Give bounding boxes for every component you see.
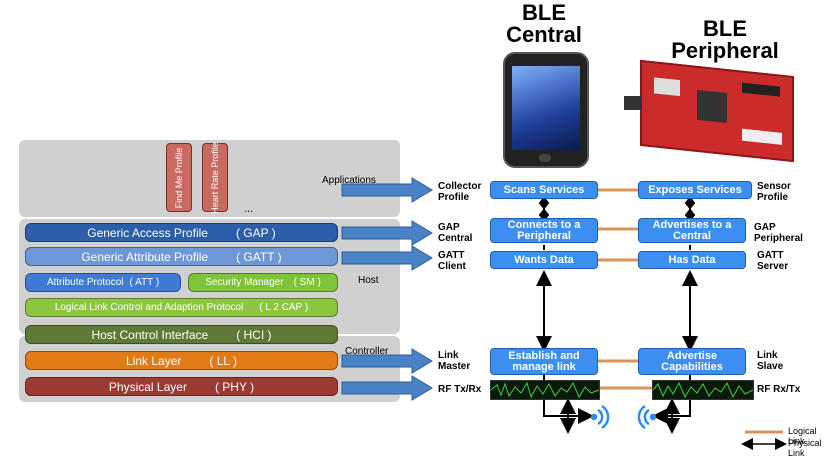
phy-layer-name: Physical Layer xyxy=(108,379,187,394)
gap-layer-name: Generic Access Profile xyxy=(87,225,208,240)
ll-layer-name: Link Layer xyxy=(126,353,182,368)
gap-arrow xyxy=(341,220,433,246)
advertise-capabilities-box: Advertise Capabilities xyxy=(638,348,746,375)
heart-rate-profile: Heart Rate Profile xyxy=(202,142,228,213)
central-link-label: Link Master xyxy=(438,350,471,372)
phy-layer-abbr: ( PHY ) xyxy=(214,379,255,394)
legend-physical-link: Physical Link xyxy=(788,438,822,458)
peripheral-link-label: Link Slave xyxy=(757,350,784,372)
central-title: BLE Central xyxy=(494,2,594,46)
establish-box: Establish and manage link xyxy=(490,348,598,375)
central-gap-label: GAP Central xyxy=(438,222,473,244)
controller-label: Controller xyxy=(345,346,389,357)
host-label: Host xyxy=(358,275,379,286)
exposes-services-box: Exposes Services xyxy=(638,181,752,199)
has-data-box: Has Data xyxy=(638,251,746,269)
peripheral-rf-label: RF Rx/Tx xyxy=(757,384,801,395)
central-title-line2: Central xyxy=(506,22,582,47)
link-arrow xyxy=(341,348,433,374)
peripheral-gap-label: GAP Peripheral xyxy=(754,222,803,244)
central-rf-label: RF Tx/Rx xyxy=(438,384,482,395)
applications-label: Applications xyxy=(322,175,376,186)
peripheral-title: BLE Peripheral xyxy=(660,18,790,62)
peripheral-gatt-label: GATT Server xyxy=(757,250,789,272)
central-rf-waveform xyxy=(490,380,600,400)
phy-layer: Physical Layer ( PHY ) xyxy=(25,377,338,396)
ll-layer: Link Layer ( LL ) xyxy=(25,351,338,370)
central-app-label: Collector Profile xyxy=(438,181,482,203)
peripheral-app-label: Sensor Profile xyxy=(757,181,791,203)
advertises-box: Advertises to a Central xyxy=(638,218,746,243)
wants-data-box: Wants Data xyxy=(490,251,598,269)
att-layer-name: Attribute Protocol xyxy=(46,277,124,288)
peripheral-rf-waveform xyxy=(652,380,754,400)
rf-arrow xyxy=(341,375,433,401)
connects-box: Connects to a Peripheral xyxy=(490,218,598,243)
wireless-icon-peripheral xyxy=(637,404,657,430)
l2cap-layer-abbr: ( L 2 CAP ) xyxy=(259,302,309,313)
ll-layer-abbr: ( LL ) xyxy=(209,353,237,368)
gatt-layer: Generic Attribute Profile ( GATT ) xyxy=(25,247,338,266)
hci-layer-name: Host Control Interface xyxy=(91,327,209,342)
profiles-ellipsis: ... xyxy=(244,203,254,215)
scans-services-box: Scans Services xyxy=(490,181,598,199)
gatt-arrow xyxy=(341,245,433,271)
gatt-layer-abbr: ( GATT ) xyxy=(236,249,282,264)
peripheral-title-line1: BLE xyxy=(703,16,747,41)
hci-layer-abbr: ( HCI ) xyxy=(236,327,272,342)
smartphone-image xyxy=(503,52,589,168)
gap-layer-abbr: ( GAP ) xyxy=(235,225,276,240)
sm-layer-abbr: ( SM ) xyxy=(293,277,321,288)
find-me-profile: Find Me Profile xyxy=(166,143,192,212)
central-title-line1: BLE xyxy=(522,0,566,25)
sm-layer: Security Manager ( SM ) xyxy=(188,273,338,292)
l2cap-layer: Logical Link Control and Adaption Protoc… xyxy=(25,298,338,317)
gatt-layer-name: Generic Attribute Profile xyxy=(81,249,209,264)
central-gatt-label: GATT Client xyxy=(438,250,466,272)
att-layer: Attribute Protocol ( ATT ) xyxy=(25,273,181,292)
peripheral-title-line2: Peripheral xyxy=(671,38,779,63)
legend-logical-link: Logical Link xyxy=(788,426,817,446)
usb-connector-image xyxy=(624,96,642,110)
sm-layer-name: Security Manager xyxy=(205,277,284,288)
wireless-icon-central xyxy=(590,404,610,430)
l2cap-layer-name: Logical Link Control and Adaption Protoc… xyxy=(54,302,244,313)
hci-layer: Host Control Interface ( HCI ) xyxy=(25,325,338,344)
applications-arrow xyxy=(341,177,433,203)
att-layer-abbr: ( ATT ) xyxy=(129,277,160,288)
gap-layer: Generic Access Profile ( GAP ) xyxy=(25,223,338,242)
